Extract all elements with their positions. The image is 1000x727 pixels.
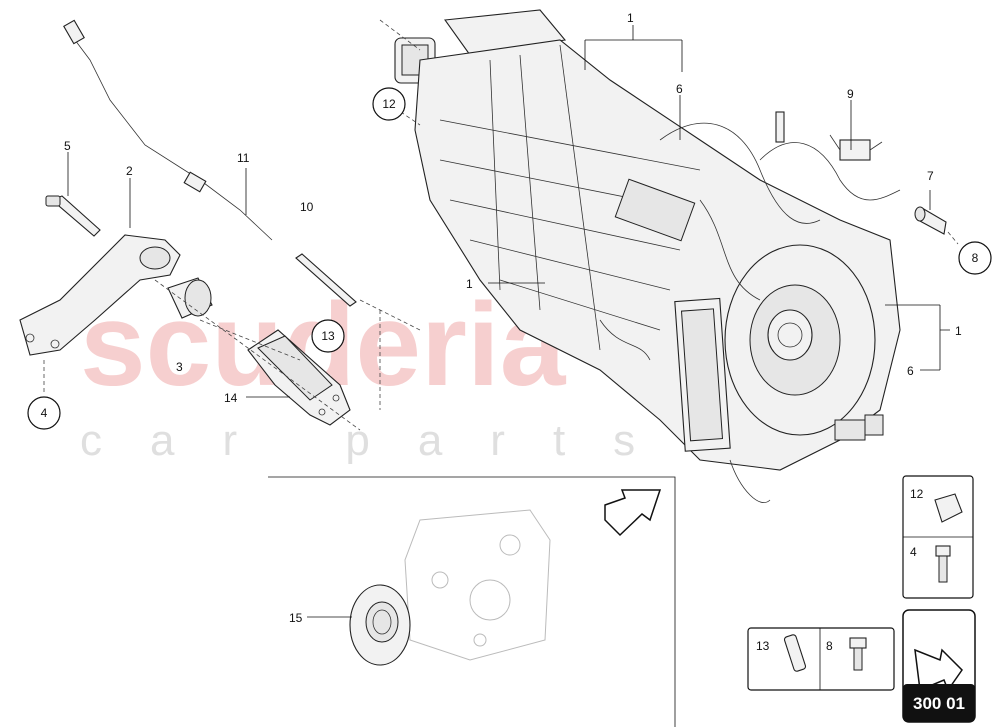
temperature-sensor[interactable]	[775, 111, 785, 143]
page-reference-number: 300 01	[913, 694, 965, 713]
callout-2: 2	[126, 164, 133, 178]
callout-1: 1	[955, 324, 962, 338]
callout-6: 6	[907, 364, 914, 378]
callout-5: 5	[64, 139, 71, 153]
gearbox-rear-view	[404, 509, 551, 661]
circled-callout-8	[958, 241, 992, 275]
clip-icon	[934, 493, 963, 523]
callout-15: 15	[289, 611, 303, 625]
bolt[interactable]	[45, 195, 101, 237]
leader-lines	[43, 19, 959, 618]
dipstick-cable[interactable]	[63, 19, 273, 241]
callout-7: 7	[927, 169, 934, 183]
sensor-connector[interactable]	[829, 134, 883, 161]
callout-10: 10	[300, 200, 314, 214]
seal-flange[interactable]	[349, 584, 411, 666]
callout-3: 3	[176, 360, 183, 374]
detail-panel-border	[268, 476, 676, 727]
legend-label-8: 8	[826, 639, 833, 653]
legend-label-13: 13	[756, 639, 770, 653]
callout-11: 11	[237, 151, 250, 165]
transmission-assembly[interactable]	[394, 9, 901, 503]
page-reference: 300 01	[902, 609, 976, 723]
circled-callout-4	[27, 396, 61, 430]
mounting-bracket[interactable]	[19, 234, 181, 356]
callout-6: 6	[676, 82, 683, 96]
bolt-icon	[849, 637, 867, 671]
callout-1: 1	[627, 11, 634, 25]
callout-12: 12	[382, 97, 396, 111]
view-direction-arrow-icon	[604, 489, 662, 537]
callout-13: 13	[321, 329, 335, 343]
fastener-legend-box-1: 12 4	[902, 475, 974, 599]
watermark-subtitle: car parts	[80, 416, 683, 465]
circled-callout-13	[311, 319, 345, 353]
nut-icon	[935, 545, 951, 583]
circled-callout-12	[372, 87, 406, 121]
callout-8: 8	[972, 251, 979, 265]
legend-label-4: 4	[910, 545, 917, 559]
screw-icon	[783, 634, 807, 672]
fastener-legend-box-2: 13 8	[747, 627, 895, 691]
callout-1: 1	[466, 277, 473, 291]
callout-9: 9	[847, 87, 854, 101]
pin[interactable]	[914, 206, 947, 235]
support-bracket[interactable]	[247, 329, 351, 426]
callout-4: 4	[41, 406, 48, 420]
legend-label-12: 12	[910, 487, 924, 501]
rod[interactable]	[295, 253, 357, 307]
callout-14: 14	[224, 391, 238, 405]
